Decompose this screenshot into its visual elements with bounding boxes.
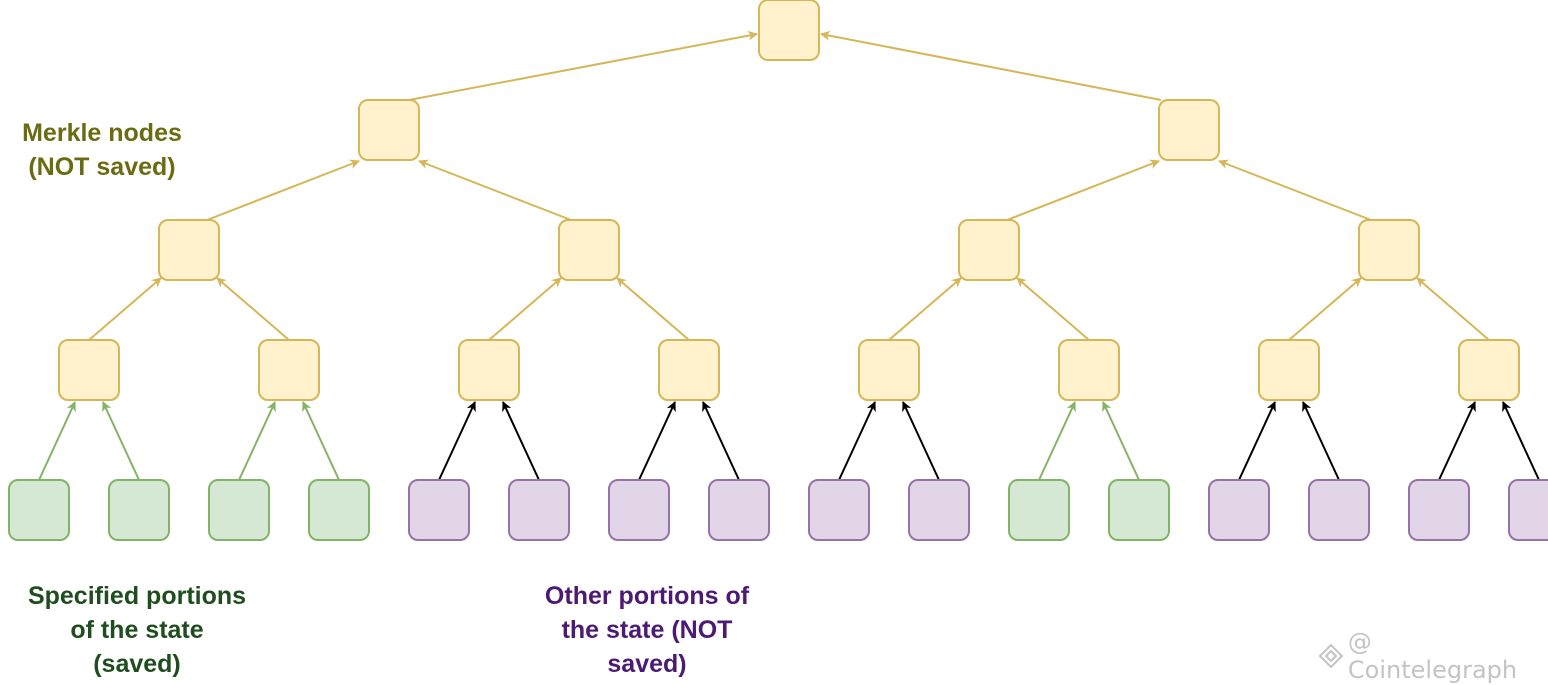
saved-state-leaf bbox=[8, 479, 70, 541]
unsaved-label-line3: saved) bbox=[607, 650, 687, 678]
edge-arrow bbox=[902, 401, 940, 481]
edge-arrow bbox=[438, 401, 476, 481]
saved-state-leaf bbox=[308, 479, 370, 541]
unsaved-state-leaf bbox=[1308, 479, 1370, 541]
unsaved-label-line1: Other portions of bbox=[544, 582, 750, 610]
merkle-node bbox=[58, 339, 120, 401]
unsaved-state-leaf bbox=[808, 479, 870, 541]
edge-arrow bbox=[418, 159, 572, 221]
edge-arrow bbox=[820, 30, 1162, 101]
edge-arrow bbox=[1218, 159, 1372, 221]
merkle-node bbox=[358, 99, 420, 161]
edge-arrow bbox=[1416, 277, 1490, 341]
saved-label-line1: Specified portions bbox=[27, 582, 247, 610]
merkle-label-line1: Merkle nodes bbox=[22, 119, 182, 147]
unsaved-state-leaf bbox=[608, 479, 670, 541]
edge-arrow bbox=[638, 401, 676, 481]
unsaved-state-leaf bbox=[1408, 479, 1470, 541]
merkle-node bbox=[1258, 339, 1320, 401]
saved-state-leaf bbox=[208, 479, 270, 541]
edge-arrow bbox=[616, 277, 690, 341]
edge-arrow bbox=[206, 159, 360, 221]
merkle-node bbox=[858, 339, 920, 401]
merkle-nodes-label: Merkle nodes (NOT saved) bbox=[4, 116, 200, 184]
edge-arrow bbox=[1288, 277, 1362, 341]
edge-arrow bbox=[888, 277, 962, 341]
merkle-node bbox=[1058, 339, 1120, 401]
saved-state-leaf bbox=[1008, 479, 1070, 541]
unsaved-portions-label: Other portions of the state (NOT saved) bbox=[522, 579, 772, 681]
saved-state-leaf bbox=[1108, 479, 1170, 541]
edge-arrow bbox=[702, 401, 740, 481]
saved-label-line2: of the state bbox=[70, 616, 204, 644]
merkle-node bbox=[1158, 99, 1220, 161]
merkle-label-line2: (NOT saved) bbox=[28, 153, 176, 181]
cointelegraph-watermark: @ Cointelegraph bbox=[1318, 628, 1548, 684]
merkle-node bbox=[158, 219, 220, 281]
edge-arrow bbox=[838, 401, 876, 481]
merkle-node bbox=[1358, 219, 1420, 281]
unsaved-label-line2: the state (NOT bbox=[561, 616, 733, 644]
nodes-group bbox=[8, 0, 1548, 541]
edge-arrow bbox=[1238, 401, 1276, 481]
edge-arrow bbox=[1102, 401, 1140, 481]
unsaved-state-leaf bbox=[408, 479, 470, 541]
merkle-node bbox=[958, 219, 1020, 281]
unsaved-state-leaf bbox=[508, 479, 570, 541]
watermark-text: @ Cointelegraph bbox=[1347, 628, 1518, 684]
cointelegraph-logo-icon bbox=[1318, 643, 1344, 669]
edge-arrow bbox=[102, 401, 140, 481]
edge-arrow bbox=[1502, 401, 1540, 481]
edge-arrow bbox=[38, 401, 76, 481]
unsaved-state-leaf bbox=[908, 479, 970, 541]
unsaved-state-leaf bbox=[708, 479, 770, 541]
unsaved-state-leaf bbox=[1208, 479, 1270, 541]
edge-arrow bbox=[1016, 277, 1090, 341]
edge-arrow bbox=[88, 277, 162, 341]
edge-arrow bbox=[1438, 401, 1476, 481]
unsaved-state-leaf bbox=[1508, 479, 1548, 541]
merkle-node bbox=[758, 0, 820, 61]
saved-label-line3: (saved) bbox=[93, 650, 181, 678]
edge-arrow bbox=[1302, 401, 1340, 481]
edge-arrow bbox=[238, 401, 276, 481]
merkle-node bbox=[1458, 339, 1520, 401]
edge-arrow bbox=[488, 277, 562, 341]
edges-group bbox=[38, 30, 1540, 481]
merkle-node bbox=[258, 339, 320, 401]
saved-state-leaf bbox=[108, 479, 170, 541]
edge-arrow bbox=[216, 277, 290, 341]
edge-arrow bbox=[302, 401, 340, 481]
edge-arrow bbox=[502, 401, 540, 481]
merkle-node bbox=[658, 339, 720, 401]
edge-arrow bbox=[408, 30, 758, 101]
merkle-node bbox=[458, 339, 520, 401]
saved-portions-label: Specified portions of the state (saved) bbox=[6, 579, 268, 681]
edge-arrow bbox=[1006, 159, 1160, 221]
edge-arrow bbox=[1038, 401, 1076, 481]
merkle-node bbox=[558, 219, 620, 281]
